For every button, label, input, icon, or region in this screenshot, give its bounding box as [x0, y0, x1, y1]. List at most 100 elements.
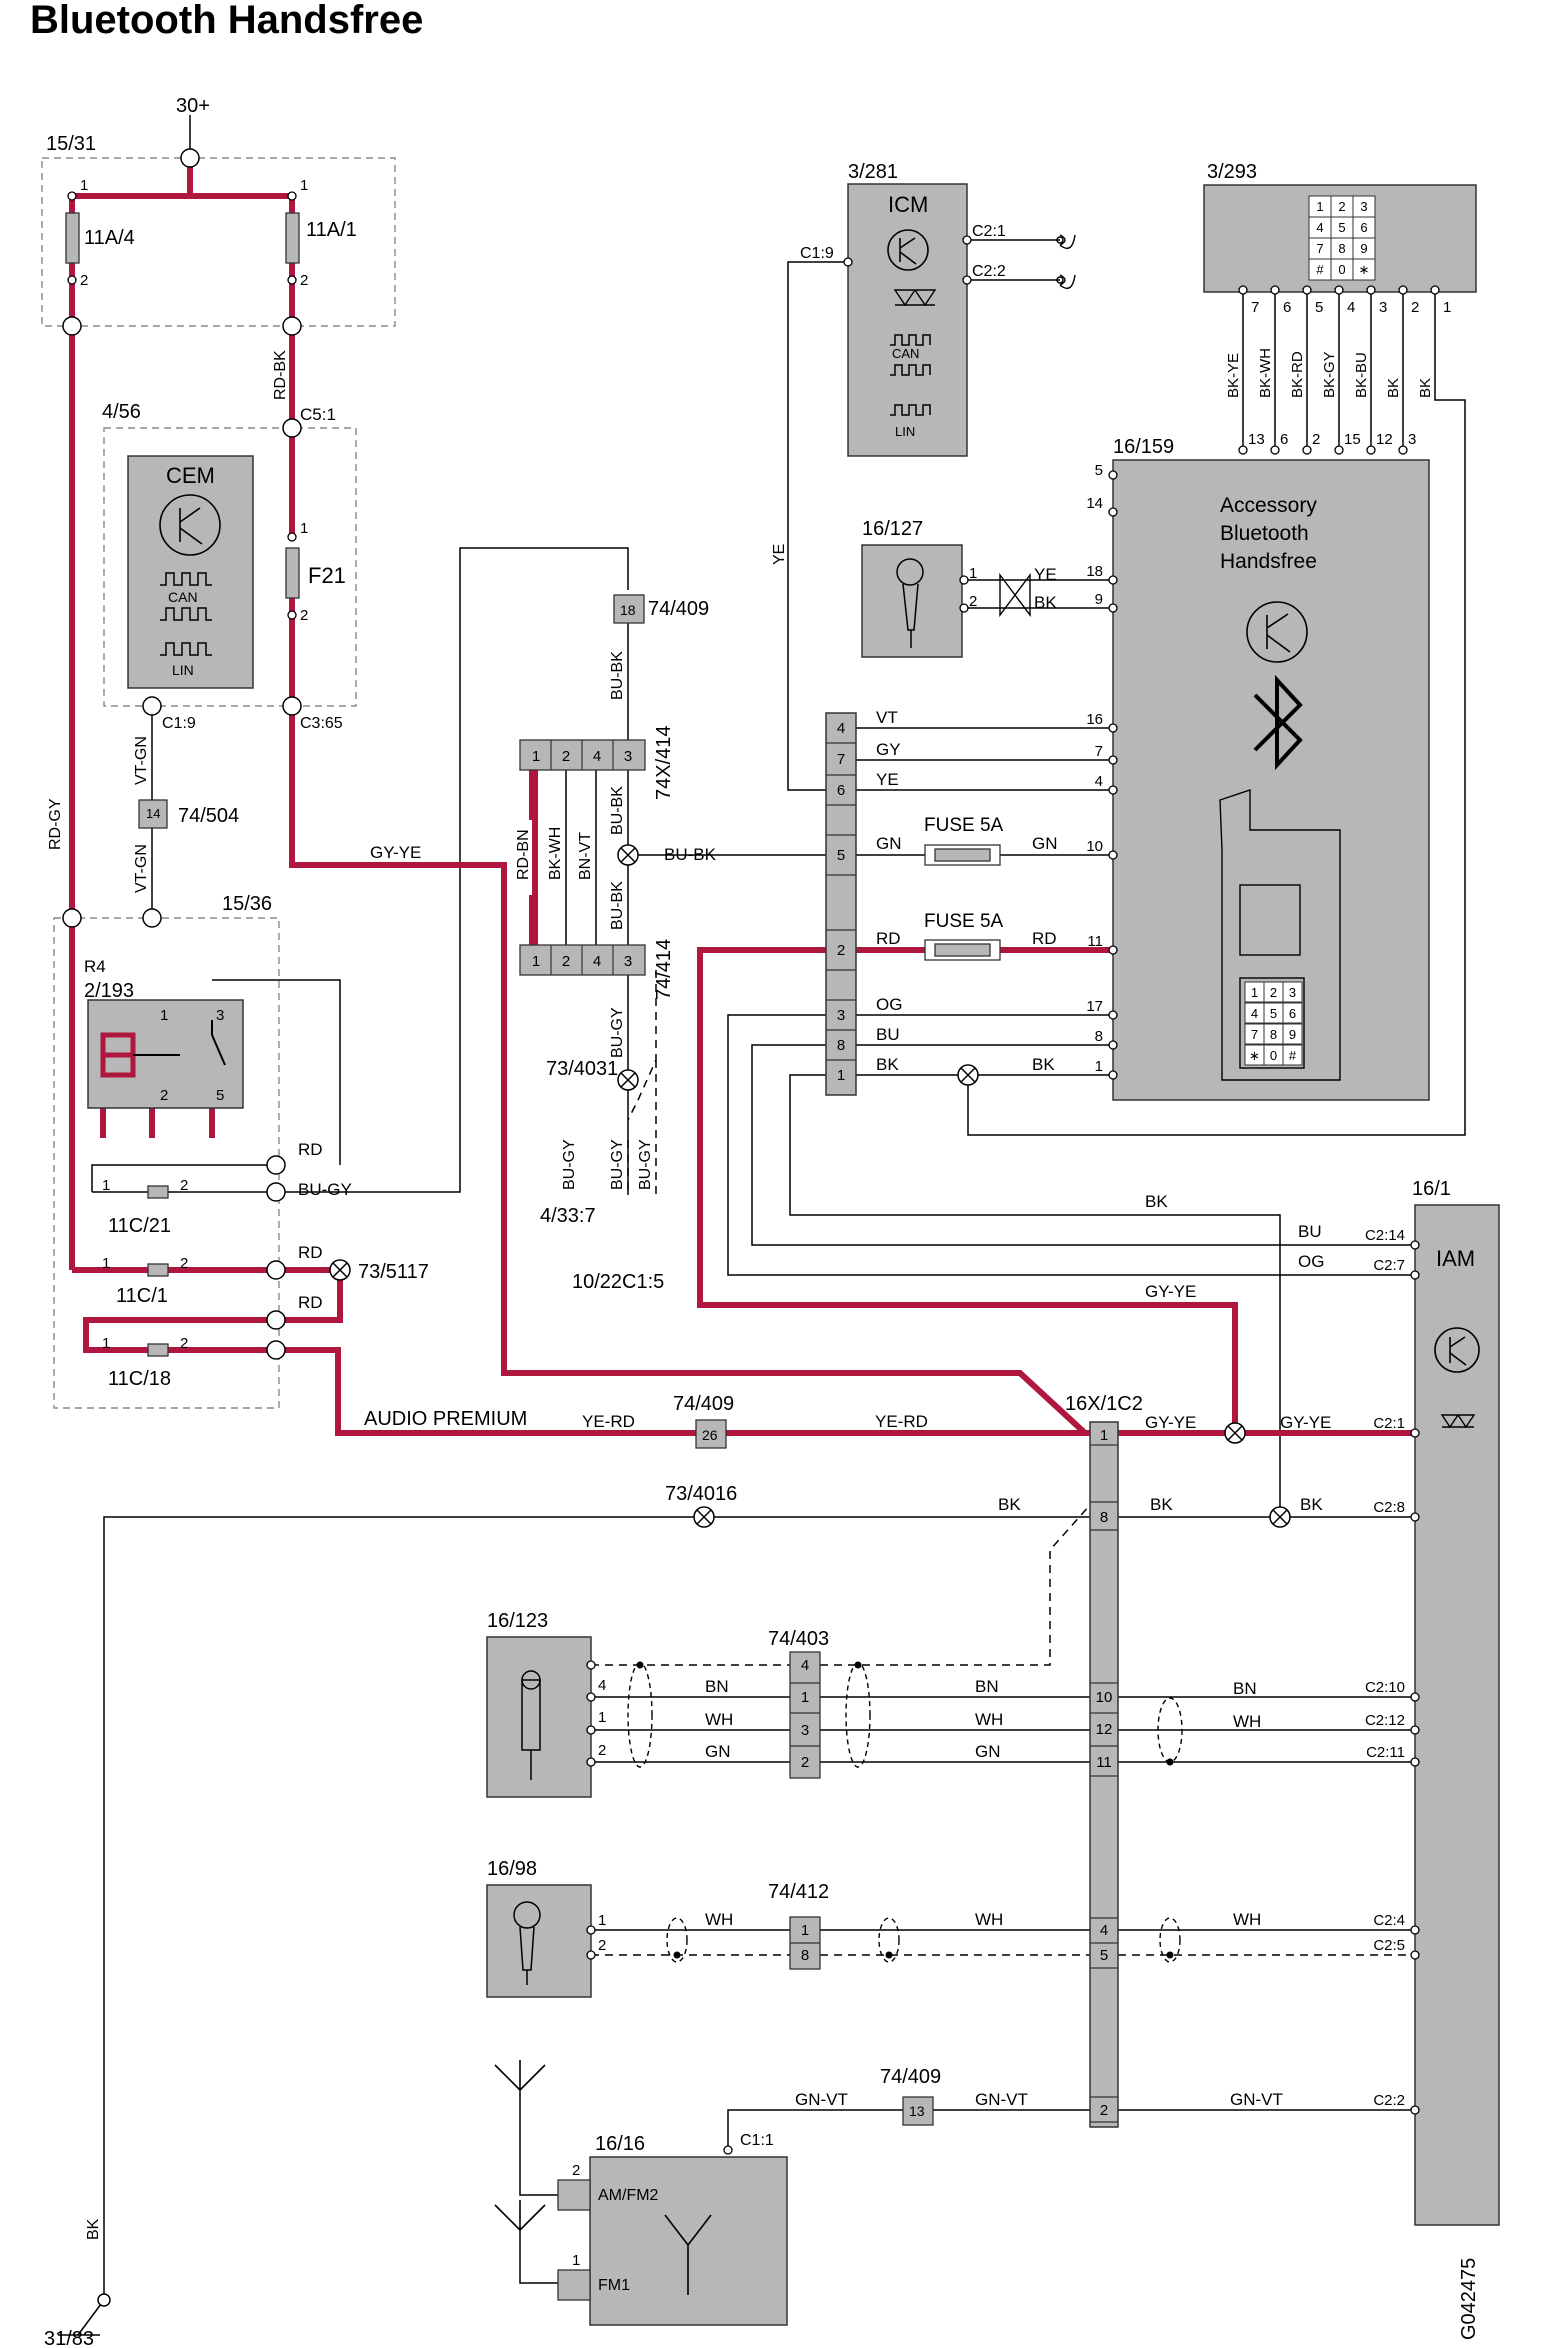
phone-key-label: 4 [1251, 1006, 1258, 1021]
iam-pin: C2:14 [1365, 1227, 1405, 1244]
phone-key-label: 3 [1289, 985, 1296, 1000]
label-1022: 10/22C1:5 [572, 1271, 664, 1293]
conn-74x414-pin: 1 [532, 748, 540, 765]
label-74414: 74/414 [653, 939, 675, 1000]
label-3293: 3/293 [1207, 161, 1257, 183]
keypad-wire-label: BK-BU [1353, 352, 1370, 398]
pin-number: 1 [598, 1709, 606, 1726]
iam-pin: C2:10 [1365, 1679, 1405, 1696]
diagram-labels: 30+ 15/31 11A/4 11A/1 C5:1 4/56 CEM CAN … [44, 95, 1475, 2348]
label-gn-4: GN [975, 1742, 1001, 1761]
c16x-pin: 1 [1100, 1427, 1108, 1444]
keypad-pin-top: 3 [1379, 299, 1387, 316]
c74403-pin: 2 [801, 1754, 809, 1771]
keypad-key-label: 2 [1338, 199, 1345, 214]
label-74403: 74/403 [768, 1628, 829, 1650]
label-bugy-3: BU-GY [561, 1139, 578, 1190]
label-gyye: GY-YE [370, 843, 421, 862]
iam-pin: C2:5 [1373, 1937, 1405, 1954]
fuse-11c21 [147, 1185, 169, 1199]
label-pin14: 14 [146, 806, 160, 821]
label-gnvt-2: GN-VT [975, 2090, 1028, 2109]
pin-number: 3 [216, 1007, 224, 1024]
phone-key [1282, 981, 1303, 1003]
keypad-key-label: 4 [1316, 220, 1323, 235]
label-735117: 73/5117 [358, 1261, 429, 1283]
mic-16127-box [861, 544, 963, 658]
label-ye: YE [876, 770, 899, 789]
label-rd-2: RD [298, 1243, 323, 1262]
keypad-key-label: 0 [1338, 262, 1345, 277]
label-cem: CEM [166, 463, 215, 488]
label-wh-4: WH [705, 1910, 733, 1929]
central-connector-pin: 1 [837, 1067, 845, 1084]
label-gyye-4: GY-YE [1145, 1282, 1196, 1301]
central-connector [825, 712, 857, 1096]
label-vtgn-2: VT-GN [133, 844, 150, 893]
pin-number: 2 [572, 2162, 580, 2179]
label-74409-c: 74/409 [880, 2066, 941, 2088]
label-bnvt: BN-VT [577, 832, 594, 880]
label-11c1: 11C/1 [116, 1285, 168, 1307]
conn-74414-pin: 1 [532, 953, 540, 970]
label-icm-c22: C2:2 [972, 263, 1006, 280]
label-gn-2: GN [1032, 834, 1058, 853]
phone-key-label: # [1289, 1048, 1297, 1063]
label-74409-a: 74/409 [673, 1393, 734, 1415]
label-wh-6: WH [1233, 1910, 1261, 1929]
bt-pin: 14 [1086, 495, 1103, 512]
label-can: CAN [168, 589, 198, 605]
label-bk-mic: BK [1034, 593, 1057, 612]
conn-74414-pin: 4 [593, 953, 601, 970]
antenna-1616-box [589, 2156, 788, 2326]
phone-key-label: 1 [1251, 985, 1258, 1000]
keypad-key-label: 6 [1360, 220, 1367, 235]
iam-transistor-icon [1434, 1327, 1480, 1373]
keypad-pin-bottom: 3 [1408, 431, 1416, 448]
iam-diode-icon [1440, 1414, 1476, 1429]
keypad-key-label: 1 [1316, 199, 1323, 214]
label-wh-2: WH [975, 1710, 1003, 1729]
bt-pin: 18 [1086, 563, 1103, 580]
label-1536: 15/36 [222, 893, 272, 915]
label-11c21: 11C/21 [108, 1215, 171, 1237]
fuses [65, 212, 1001, 1357]
conn-74x414-pin: 3 [624, 748, 632, 765]
keypad-wire-label: BK-RD [1289, 351, 1306, 398]
label-bubk-h: BU-BK [664, 845, 717, 864]
keypad-wire-label: BK [1417, 378, 1434, 398]
label-456: 4/56 [102, 401, 141, 423]
microphone-16123-icon [521, 1670, 541, 1780]
label-gn-3: GN [705, 1742, 731, 1761]
label-fusebox-1531: 15/31 [46, 133, 96, 155]
bt-pin: 9 [1095, 591, 1103, 608]
label-gnvt-3: GN-VT [1230, 2090, 1283, 2109]
label-734031: 73/4031 [546, 1058, 618, 1080]
label-3183: 31/83 [44, 2328, 94, 2348]
label-c365: C3:65 [300, 715, 343, 732]
pin-number: 1 [160, 1007, 168, 1024]
fuse-11c18 [147, 1343, 169, 1357]
pin-number: 4 [598, 1677, 606, 1694]
label-wh-5: WH [975, 1910, 1003, 1929]
iam-pin: C2:7 [1373, 1257, 1405, 1274]
pin-number: 2 [598, 1742, 606, 1759]
pin-number: 1 [300, 520, 308, 537]
bt-pin: 7 [1095, 743, 1103, 760]
c74403-pin: 1 [801, 1689, 809, 1706]
iam-pin: C2:2 [1373, 2092, 1405, 2109]
label-bugy-4: BU-GY [609, 1139, 626, 1190]
pin-number: 1 [572, 2252, 580, 2269]
connector-74409-26 [695, 1419, 727, 1449]
iam-pin: C2:12 [1365, 1712, 1405, 1729]
conn-74414-pin: 2 [562, 953, 570, 970]
keypad-pin-top: 5 [1315, 299, 1323, 316]
signal-wires [58, 115, 1466, 2336]
label-bk-ground: BK [85, 2218, 102, 2240]
label-bkwh: BK-WH [547, 827, 564, 880]
bt-transistor-icon [1246, 601, 1308, 663]
